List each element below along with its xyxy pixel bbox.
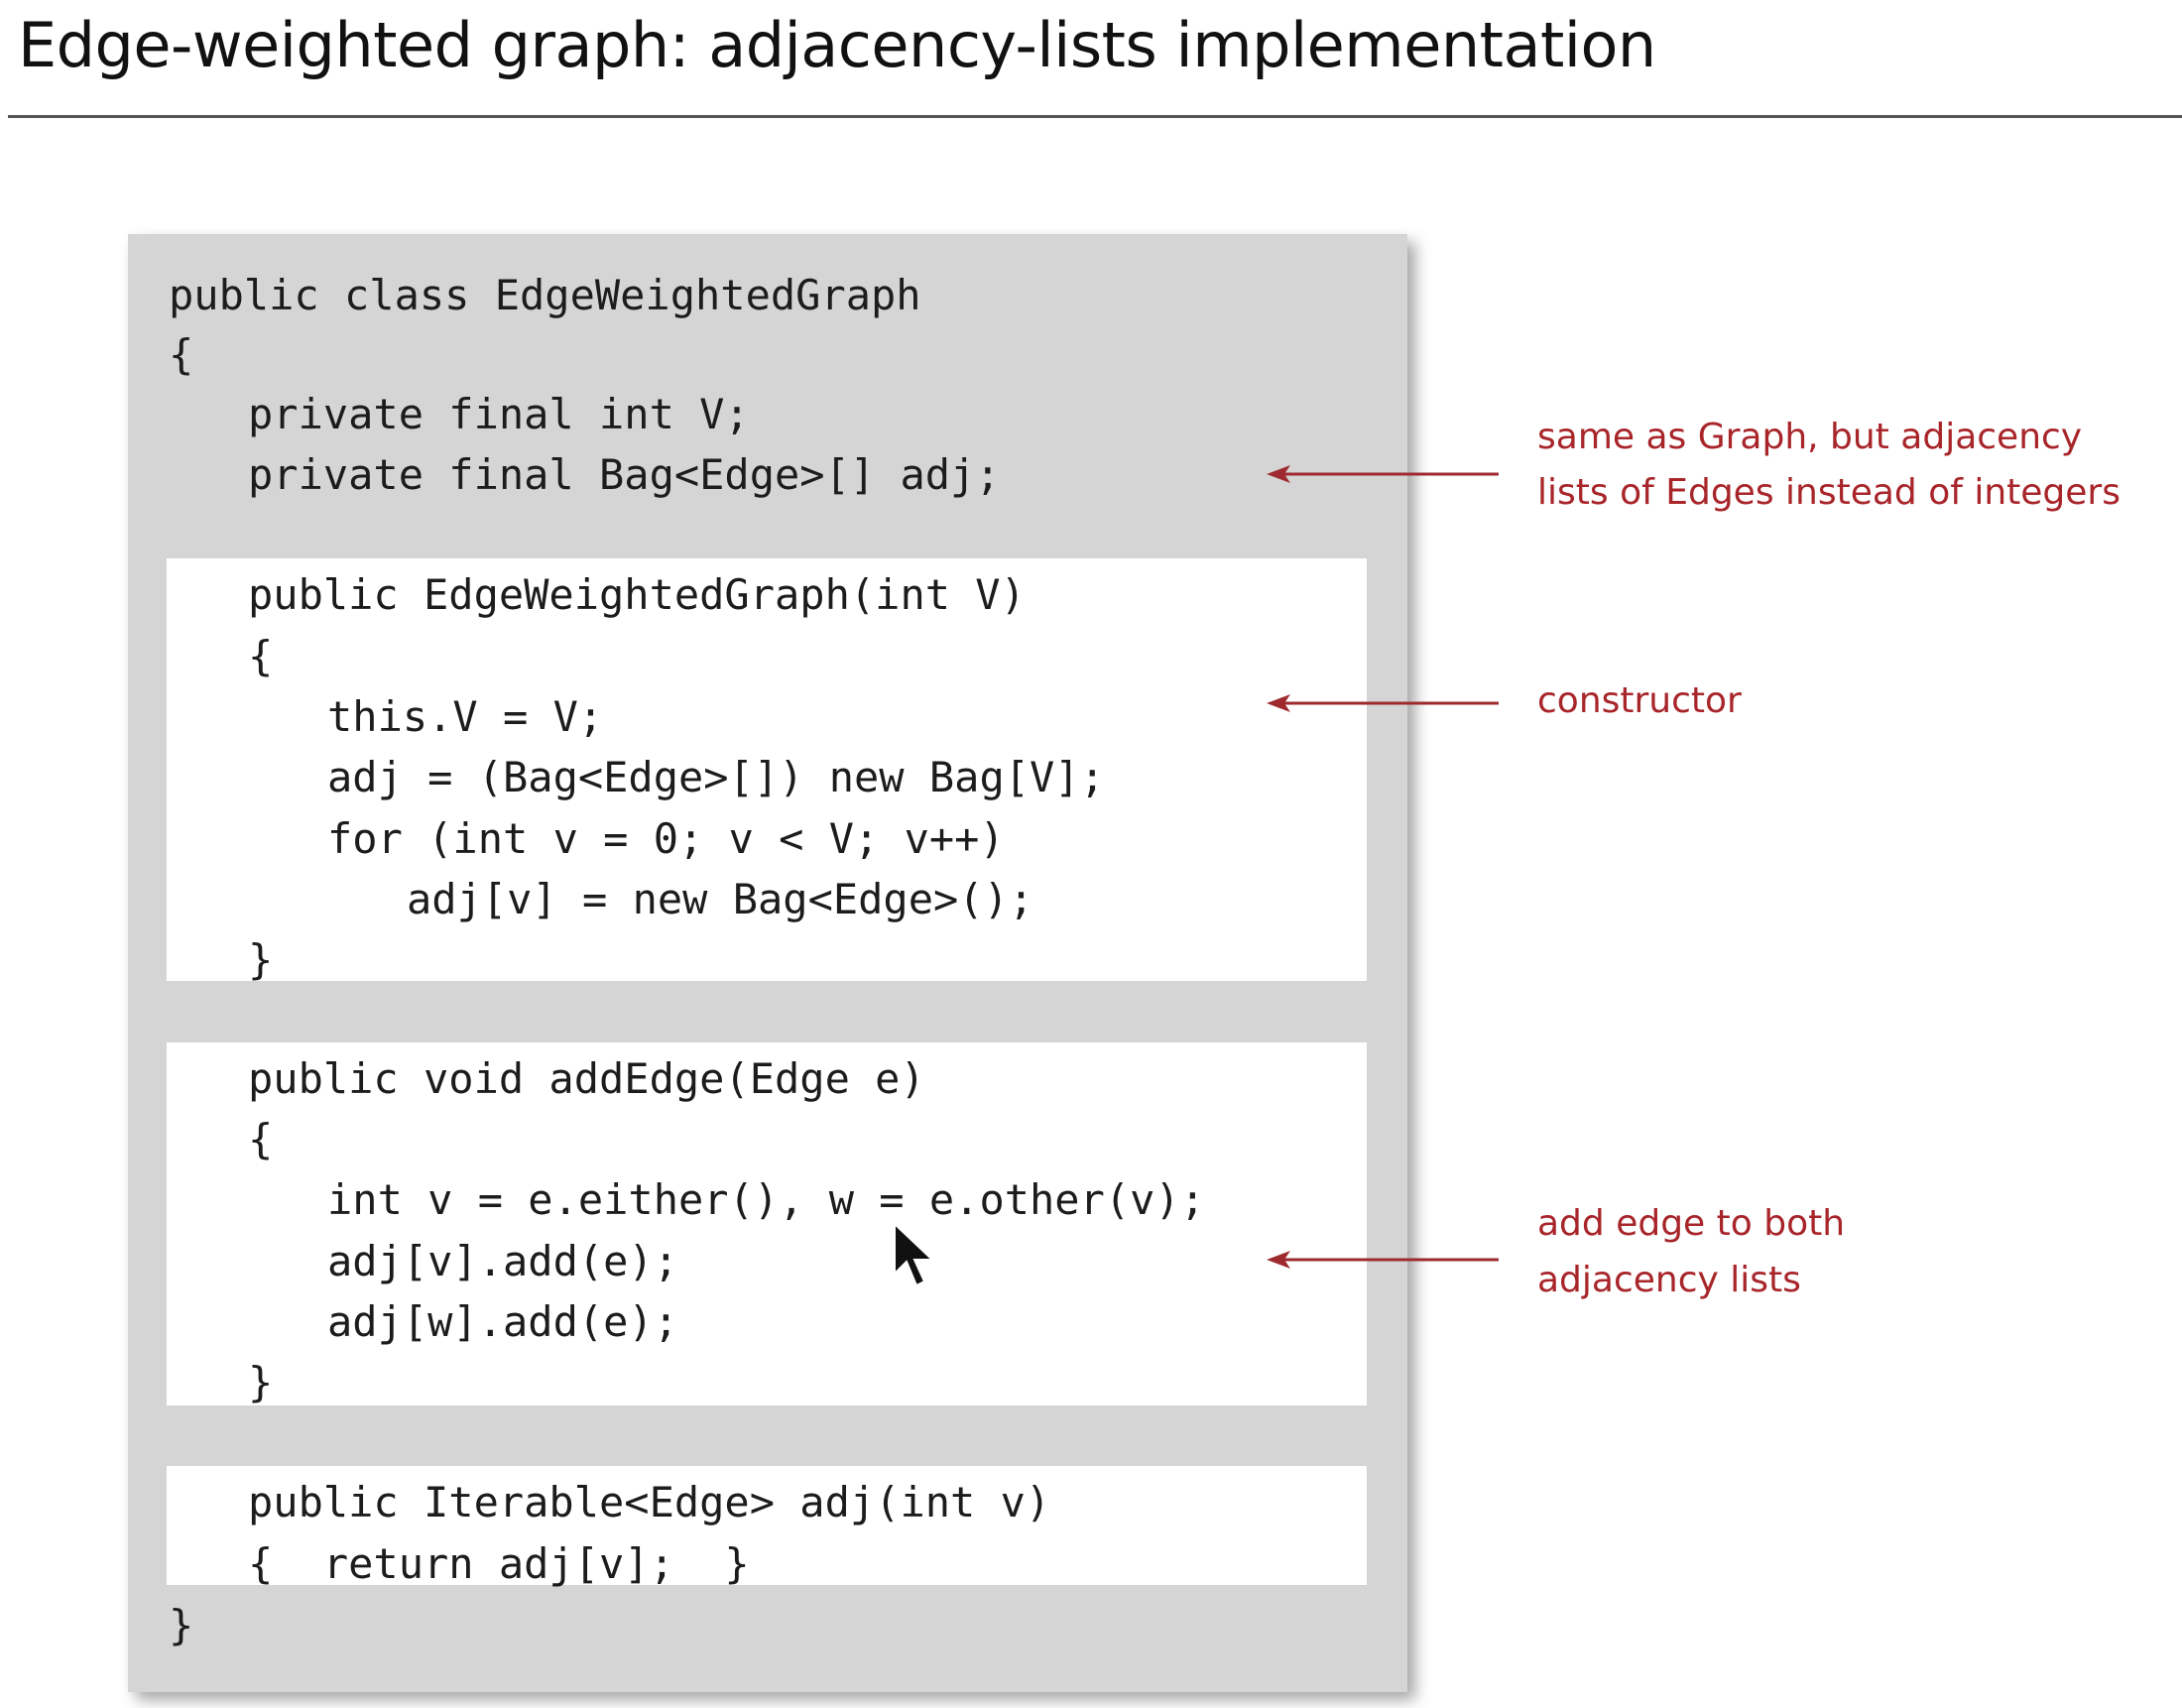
- code-line-class-header: public class EdgeWeightedGraph: [169, 271, 921, 319]
- code-line-field-v: private final int V;: [248, 390, 750, 438]
- constructor-block: [167, 558, 1367, 981]
- code-line-constructor-4: adj[v] = new Bag<Edge>();: [407, 875, 1034, 923]
- mouse-pointer-icon: [894, 1222, 935, 1287]
- code-line-adj-signature: public Iterable<Edge> adj(int v): [248, 1478, 1051, 1526]
- code-line-add-edge-1: int v = e.either(), w = e.other(v);: [327, 1175, 1206, 1224]
- code-line-constructor-close: }: [248, 935, 274, 984]
- arrow-left-icon: [1267, 1251, 1499, 1269]
- code-line-add-edge-close: }: [248, 1358, 274, 1406]
- code-line-field-adj: private final Bag<Edge>[] adj;: [248, 450, 1001, 499]
- code-line-constructor-signature: public EdgeWeightedGraph(int V): [248, 570, 1026, 619]
- code-line-adj-body: { return adj[v]; }: [248, 1539, 750, 1588]
- annotation-fields-line-2: lists of Edges instead of integers: [1537, 472, 2121, 513]
- arrow-left-icon: [1267, 465, 1499, 483]
- annotation-add-edge-line-2: adjacency lists: [1537, 1260, 1801, 1300]
- adj-method-block: [167, 1466, 1367, 1585]
- code-line-constructor-1: this.V = V;: [327, 692, 604, 741]
- annotation-constructor: constructor: [1537, 680, 1742, 721]
- code-line-constructor-2: adj = (Bag<Edge>[]) new Bag[V];: [327, 753, 1105, 801]
- code-line-add-edge-open: {: [248, 1115, 274, 1163]
- title-rule: [8, 115, 2182, 118]
- code-line-class-open: {: [169, 330, 194, 379]
- annotation-add-edge-line-1: add edge to both: [1537, 1203, 1846, 1244]
- code-line-constructor-open: {: [248, 632, 274, 680]
- slide-title: Edge-weighted graph: adjacency-lists imp…: [18, 9, 1656, 81]
- code-line-add-edge-2: adj[v].add(e);: [327, 1237, 679, 1285]
- arrow-left-icon: [1267, 694, 1499, 712]
- code-line-add-edge-signature: public void addEdge(Edge e): [248, 1054, 925, 1103]
- add-edge-block: [167, 1042, 1367, 1405]
- annotation-fields-line-1: same as Graph, but adjacency: [1537, 417, 2083, 457]
- code-line-constructor-3: for (int v = 0; v < V; v++): [327, 814, 1005, 863]
- code-line-add-edge-3: adj[w].add(e);: [327, 1297, 679, 1346]
- code-line-class-close: }: [169, 1601, 194, 1649]
